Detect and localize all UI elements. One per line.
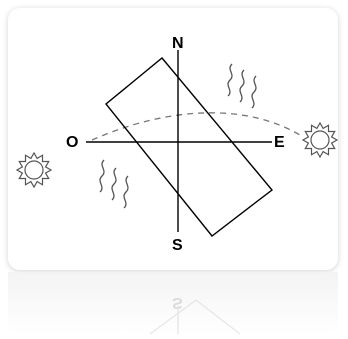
building-rectangle xyxy=(106,58,272,236)
heat-wave-icon xyxy=(228,64,256,108)
reflection-graphic: S xyxy=(150,294,240,334)
west-label: O xyxy=(66,134,78,151)
sun-icon xyxy=(17,153,51,187)
sun-icon xyxy=(303,123,337,157)
south-label: S xyxy=(172,237,183,254)
north-label: N xyxy=(172,35,184,52)
sun-disc xyxy=(311,131,329,149)
sun-disc xyxy=(25,161,43,179)
heat-wave-icon xyxy=(100,160,128,208)
east-label: E xyxy=(274,134,285,151)
